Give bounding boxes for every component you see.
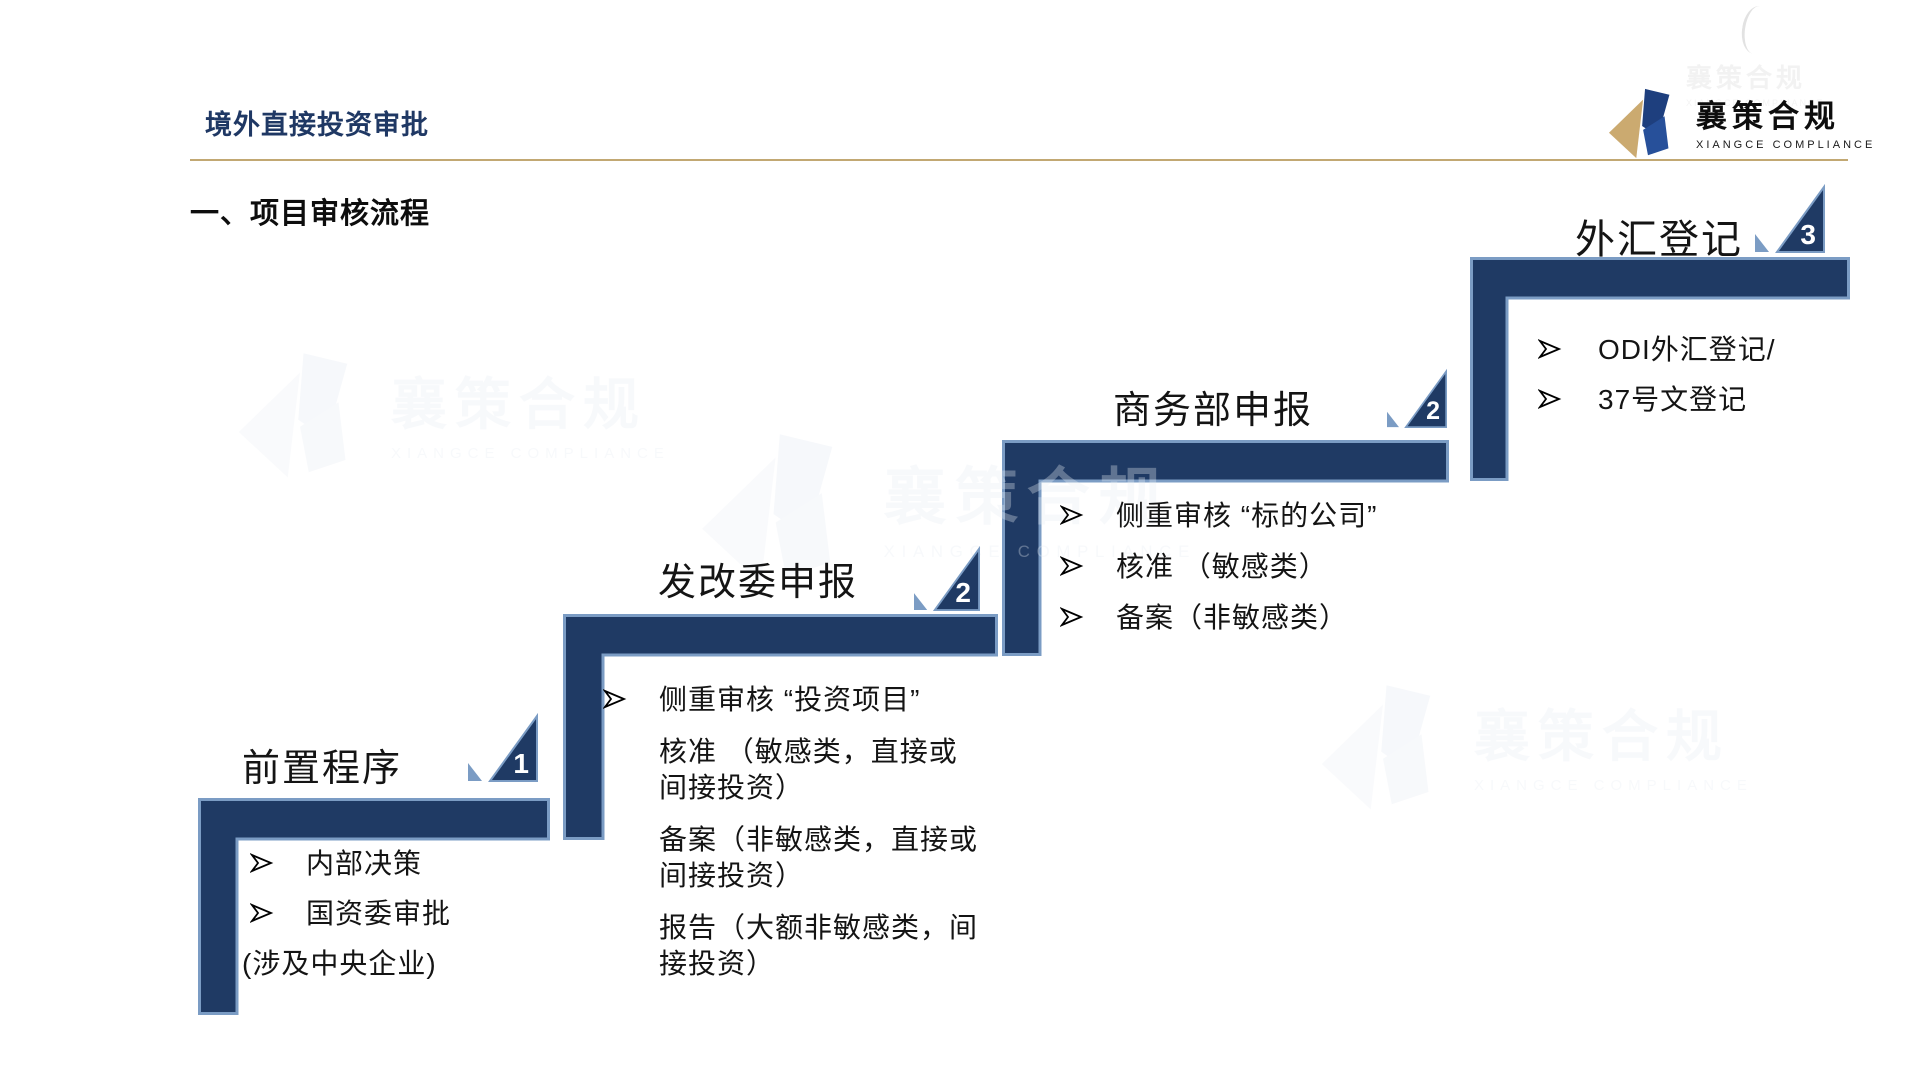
list-item: 国资委审批: [249, 896, 580, 932]
list-item-text: 国资委审批: [306, 898, 452, 929]
arrow-bullet-icon: [249, 846, 306, 882]
ghost-arc-decoration: [1738, 4, 1775, 56]
list-item-text: 侧重审核 “投资项目”: [659, 684, 921, 715]
step-4-list: ODI外汇登记/ 37号文登记: [1537, 332, 1868, 432]
step-4-number: 3: [1800, 219, 1816, 250]
step-3-label: 商务部申报: [1113, 390, 1314, 432]
brand-watermark-icon: [238, 353, 348, 478]
brand-latin: XIANGCE COMPLIANCE: [1696, 138, 1876, 151]
step-1-number-triangle: 1: [468, 712, 538, 782]
list-item-text: 37号文登记: [1598, 384, 1748, 415]
list-item-text: 核准 （敏感类）: [1116, 551, 1328, 582]
arrow-bullet-icon: [249, 896, 306, 932]
list-item-text: ODI外汇登记/: [1598, 334, 1776, 365]
list-item: 备案（非敏感类，直接或 间接投资）: [603, 822, 1013, 894]
brand-watermark-right: 襄策合规 XIANGCE COMPLIANCE: [1320, 680, 1753, 820]
step-3-list: 侧重审核 “标的公司” 核准 （敏感类） 备案（非敏感类）: [1059, 498, 1460, 650]
list-item: 核准 （敏感类，直接或 间接投资）: [603, 734, 1013, 806]
arrow-bullet-icon: [1059, 498, 1116, 534]
page-title: 境外直接投资审批: [205, 110, 429, 140]
brand-watermark-left: 襄策合规 XIANGCE COMPLIANCE: [237, 348, 670, 488]
triangle-icon: [468, 712, 538, 782]
triangle-icon: [914, 545, 980, 611]
step-2-number: 2: [955, 577, 971, 608]
triangle-icon: [1387, 368, 1447, 428]
dot-bullet-icon: [603, 822, 659, 894]
step-3-shape: [1002, 440, 1449, 656]
step-4-number-triangle: 3: [1755, 183, 1825, 253]
step-3-number-triangle: 2: [1387, 368, 1447, 428]
ghost-brand-latin: XIANGCE COMPLIANCE: [1686, 98, 1825, 108]
step-1-shape: [198, 798, 550, 1015]
list-item: 报告（大额非敏感类，间 接投资）: [603, 910, 1013, 982]
brand-logo-icon: [1608, 88, 1670, 159]
brand-watermark-icon: [1321, 685, 1431, 810]
list-item: (涉及中央企业): [242, 946, 580, 982]
list-item-text: 内部决策: [306, 848, 423, 879]
list-item: 内部决策: [249, 846, 580, 882]
list-item-text: (涉及中央企业): [242, 948, 437, 979]
arrow-bullet-icon: [1537, 382, 1598, 418]
ghost-brand-name: 襄策合规: [1686, 63, 1807, 93]
header-divider: [190, 159, 1848, 161]
list-item: 备案（非敏感类）: [1059, 600, 1460, 636]
step-2-label: 发改委申报: [658, 562, 859, 604]
step-4-label: 外汇登记: [1575, 218, 1743, 262]
list-item-text: 侧重审核 “标的公司”: [1116, 500, 1378, 531]
step-2-list: 侧重审核 “投资项目” 核准 （敏感类，直接或 间接投资） 备案（非敏感类，直接…: [602, 682, 1013, 998]
brand-logo: 襄策合规 XIANGCE COMPLIANCE: [1608, 86, 1875, 164]
list-item: 37号文登记: [1537, 382, 1868, 418]
arrow-bullet-icon: [1537, 332, 1598, 368]
step-3-number: 2: [1426, 397, 1440, 425]
watermark-brand-latin: XIANGCE COMPLIANCE: [391, 444, 670, 462]
section-heading: 一、项目审核流程: [190, 198, 431, 230]
step-1-number: 1: [513, 748, 529, 779]
watermark-brand-name: 襄策合规: [1474, 704, 1730, 768]
list-item-text: 报告（大额非敏感类，间 接投资）: [659, 912, 979, 979]
triangle-icon: [1755, 183, 1825, 253]
step-1-label: 前置程序: [242, 748, 403, 790]
watermark-brand-name: 襄策合规: [391, 372, 647, 436]
brand-name: 襄策合规: [1696, 98, 1840, 134]
brand-logo-text: 襄策合规 XIANGCE COMPLIANCE: [1696, 98, 1876, 151]
ghost-brand-watermark: 襄策合规 XIANGCE COMPLIANCE: [1686, 58, 1825, 108]
arrow-bullet-icon: [602, 682, 659, 718]
list-item: 侧重审核 “标的公司”: [1059, 498, 1460, 534]
list-item-text: 核准 （敏感类，直接或 间接投资）: [659, 736, 958, 803]
list-item-text: 备案（非敏感类，直接或 间接投资）: [659, 824, 979, 891]
list-item: 核准 （敏感类）: [1059, 549, 1460, 585]
list-item-text: 备案（非敏感类）: [1116, 602, 1349, 633]
dot-bullet-icon: [603, 734, 659, 806]
watermark-brand-latin: XIANGCE COMPLIANCE: [1474, 776, 1753, 794]
step-2-number-triangle: 2: [914, 545, 980, 611]
step-1-list: 内部决策 国资委审批 (涉及中央企业): [242, 846, 580, 996]
step-4-shape: [1470, 257, 1850, 481]
dot-bullet-icon: [603, 910, 659, 982]
arrow-bullet-icon: [1059, 549, 1116, 585]
list-item: 侧重审核 “投资项目”: [602, 682, 1013, 718]
list-item: ODI外汇登记/: [1537, 332, 1868, 368]
step-2-shape: [563, 614, 998, 840]
arrow-bullet-icon: [1059, 600, 1116, 636]
